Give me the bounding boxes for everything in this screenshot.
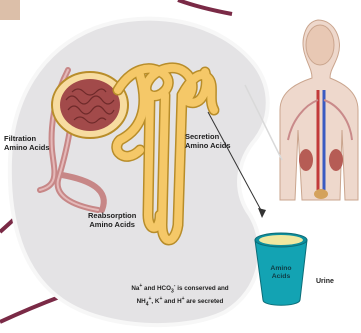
note-conserved: is conserved and [175,285,228,292]
label-cup: Amino Acids [266,265,296,280]
corner-patch [0,0,20,20]
label-secretion-line2: Amino Acids [185,142,231,151]
note-h: and H [162,298,181,305]
head [306,25,334,65]
accent-arc-top [178,0,232,14]
label-filtration-line2: Amino Acids [4,144,50,153]
arrowhead [258,208,266,218]
left-kidney [299,149,313,171]
label-cup-line1: Amino [266,265,296,273]
right-kidney [329,149,343,171]
human-figure [280,20,358,200]
accent-arc-bottom [0,296,62,322]
bladder [314,189,328,199]
note-nh: NH [137,298,146,305]
cup-liquid [259,235,303,245]
label-cup-line2: Acids [266,273,296,281]
note-nh-sub: 4 [146,302,149,308]
note-hco-sub: 3 [171,288,174,294]
label-reabsorption-line2: Amino Acids [88,221,136,230]
note-hco: and HCO [142,285,171,292]
label-filtration: Filtration Amino Acids [4,135,50,152]
kidney-shape [10,19,268,325]
note-line2: NH4+, K+ and H+ are secreted [100,295,260,308]
label-urine-text: Urine [316,278,334,287]
label-note: Na+ and HCO3- is conserved and NH4+, K+ … [100,282,260,309]
label-secretion: Secretion Amino Acids [185,133,231,150]
note-line1: Na+ and HCO3- is conserved and [100,282,260,295]
label-reabsorption: Reabsorption Amino Acids [88,212,136,229]
note-secreted: are secreted [185,298,224,305]
label-urine: Urine [316,278,334,287]
